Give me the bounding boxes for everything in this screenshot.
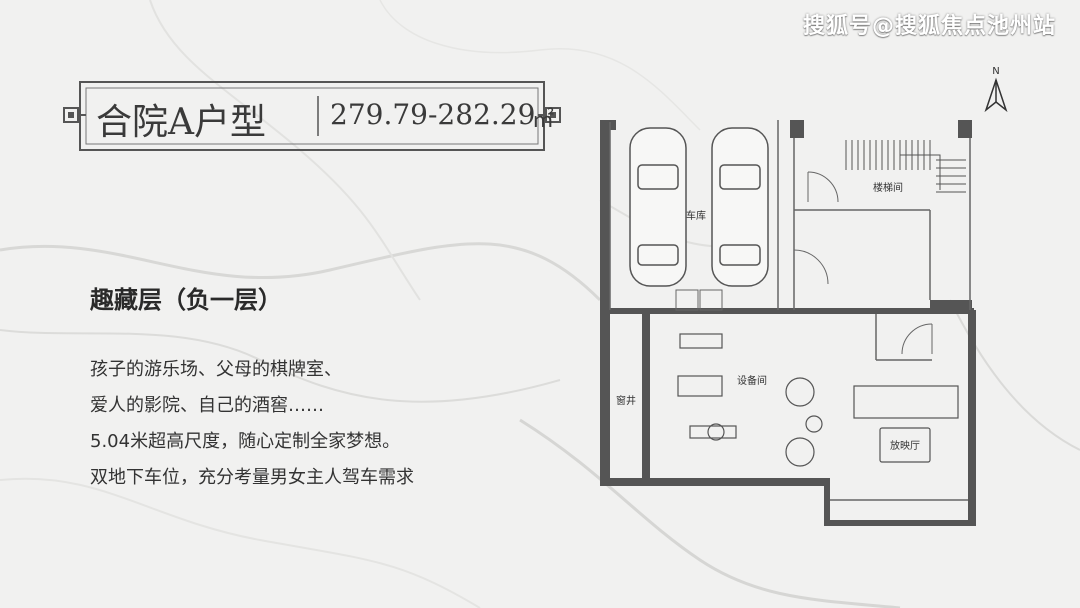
area-range: 279.79-282.29 bbox=[330, 98, 536, 131]
floor-subtitle: 趣藏层（负一层） bbox=[90, 286, 282, 314]
description-line: 双地下车位，充分考量男女主人驾车需求 bbox=[90, 467, 414, 488]
description-list: 孩子的游乐场、父母的棋牌室、 爱人的影院、自己的酒窖…… 5.04米超高尺度，随… bbox=[90, 352, 414, 496]
interior-walls bbox=[609, 120, 971, 501]
stairs-icon bbox=[845, 140, 966, 193]
furniture-icons bbox=[677, 333, 959, 467]
car-icons bbox=[629, 127, 769, 287]
door-icons bbox=[675, 171, 933, 355]
title-text: 合院A户型 bbox=[96, 102, 266, 143]
room-label-stairwell: 楼梯间 bbox=[873, 181, 903, 194]
area-unit: ㎡ bbox=[532, 108, 555, 133]
floor-plan: N bbox=[600, 66, 1008, 526]
room-labels: 车库 楼梯间 设备间 窗井 放映厅 bbox=[616, 181, 920, 452]
room-label-theater: 放映厅 bbox=[890, 439, 920, 452]
description-line: 5.04米超高尺度，随心定制全家梦想。 bbox=[90, 431, 401, 452]
room-label-equipment: 设备间 bbox=[737, 374, 767, 387]
compass-icon: N bbox=[984, 66, 1008, 113]
compass-label: N bbox=[992, 66, 999, 77]
description-line: 爱人的影院、自己的酒窖…… bbox=[90, 395, 324, 416]
title-plate: 合院A户型 279.79-282.29 ㎡ bbox=[62, 78, 562, 154]
room-label-window-well: 窗井 bbox=[616, 394, 636, 407]
watermark-text: 搜狐号@搜狐焦点池州站 bbox=[802, 14, 1056, 39]
description-line: 孩子的游乐场、父母的棋牌室、 bbox=[90, 359, 342, 380]
room-label-garage: 车库 bbox=[686, 209, 706, 222]
exterior-walls bbox=[600, 120, 976, 526]
